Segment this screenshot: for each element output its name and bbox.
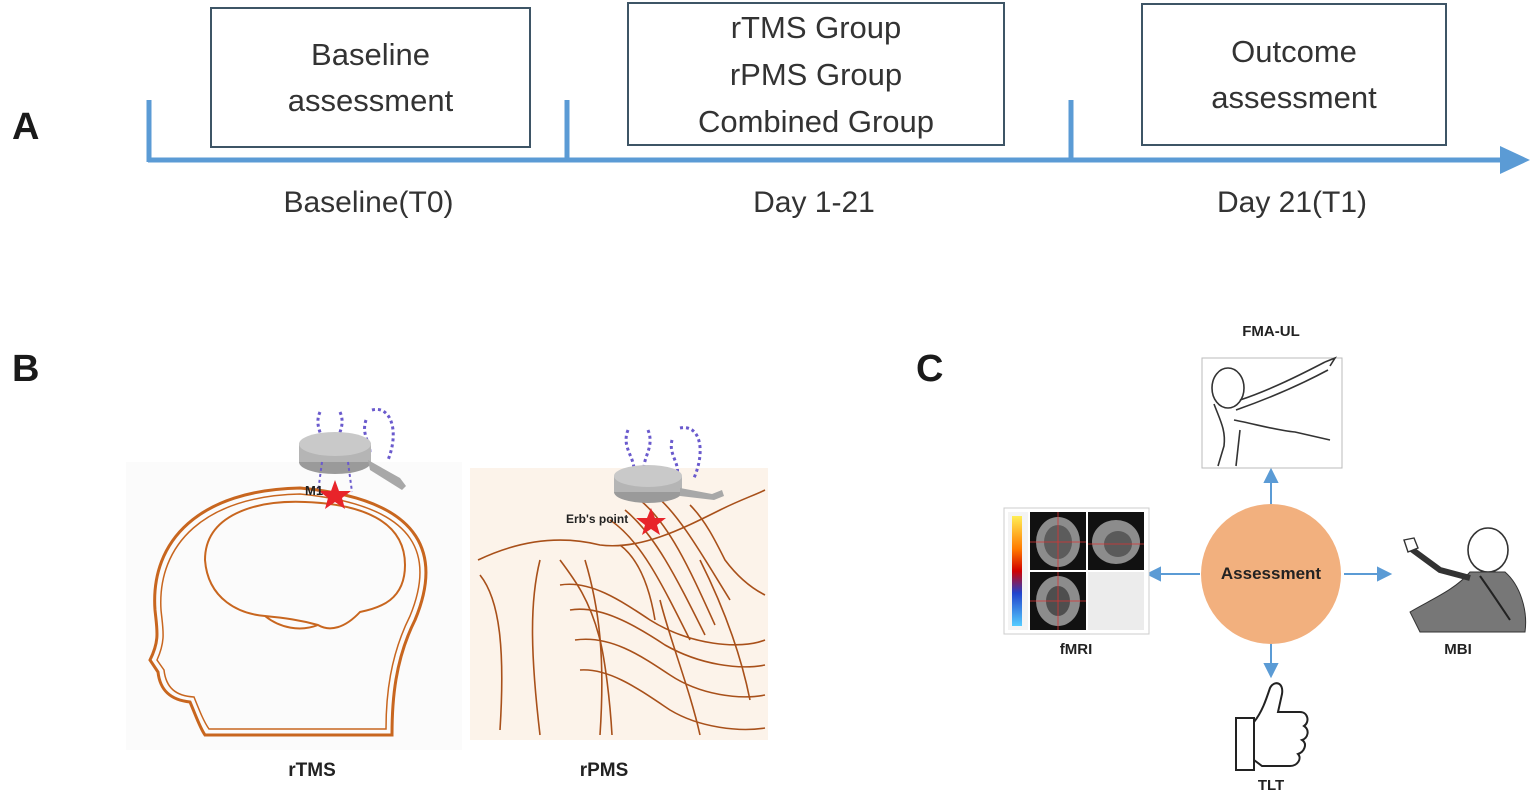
head-outline-inner [156, 493, 421, 730]
baseline-box-line-2: assessment [287, 82, 454, 118]
mbi-label: MBI [1444, 641, 1472, 658]
outcome-box-line-1: Outcome [1231, 33, 1357, 69]
rtms-background [126, 462, 462, 750]
outcome-box-line-2: assessment [1211, 79, 1377, 115]
treatment-groups-box: rTMS Group rPMS Group Combined Group [627, 2, 1005, 146]
assessment-arrows [1145, 467, 1393, 679]
rtms-coil [299, 407, 406, 493]
timeline-axis [146, 100, 1530, 174]
fmri-label: fMRI [1059, 641, 1093, 658]
mbi-illustration [1394, 526, 1532, 634]
panel-label-c: C [916, 348, 944, 390]
panel-label-b: B [12, 348, 40, 390]
rpms-caption: rPMS [579, 760, 629, 781]
assessment-circle [1201, 504, 1341, 644]
assessment-center-label: Assessment [1220, 564, 1322, 583]
baseline-box-line-1: Baseline [311, 36, 430, 72]
m1-label: M1 [305, 483, 324, 498]
outcome-assessment-box: Outcome assessment [1141, 3, 1447, 146]
m1-star [319, 480, 351, 509]
rpms-figure [470, 426, 768, 740]
erb-point-star [636, 508, 666, 535]
erb-point-label: Erb's point [566, 512, 629, 526]
head-outline [148, 486, 428, 737]
baseline-assessment-box: Baseline assessment [210, 7, 531, 148]
rtms-figure [126, 407, 462, 750]
timeline-label-baseline: Baseline(T0) [283, 186, 454, 219]
panel-label-a: A [12, 106, 40, 148]
tlt-label: TLT [1257, 777, 1285, 794]
rtms-caption: rTMS [288, 760, 336, 781]
timeline-arrowhead [1500, 146, 1530, 174]
brain-outline [203, 500, 407, 630]
groups-box-line-3: Combined Group [697, 103, 935, 139]
fmri-illustration [1003, 507, 1150, 635]
groups-box-line-1: rTMS Group [730, 9, 902, 45]
tlt-illustration [1235, 682, 1309, 771]
timeline-label-treatment: Day 1-21 [753, 186, 875, 219]
fma-ul-illustration [1201, 356, 1343, 469]
timeline-label-outcome: Day 21(T1) [1216, 186, 1368, 219]
rpms-coil [614, 426, 724, 503]
fma-ul-label: FMA-UL [1242, 323, 1300, 340]
groups-box-line-2: rPMS Group [729, 56, 903, 92]
